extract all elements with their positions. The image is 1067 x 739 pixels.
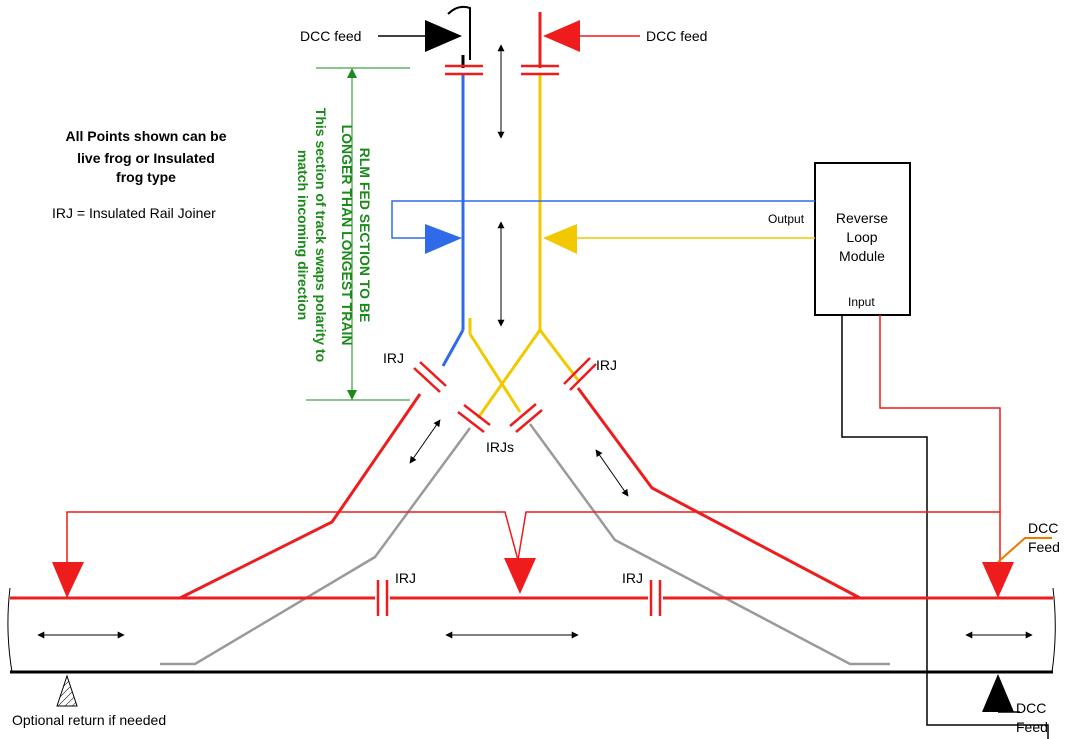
svg-text:frog type: frog type bbox=[116, 169, 176, 185]
black-feed-triangle bbox=[982, 674, 1014, 712]
top-irj-left bbox=[445, 64, 483, 76]
svg-text:IRJ: IRJ bbox=[596, 357, 617, 373]
svg-text:LONGER THAN LONGEST TRAIN: LONGER THAN LONGEST TRAIN bbox=[339, 125, 355, 346]
reverse-loop-module: Reverse Loop Module Output Input bbox=[768, 162, 911, 316]
main-feed-bus: DCC Feed bbox=[52, 511, 1060, 598]
dcc-feed-bottom: DCC Feed bbox=[982, 674, 1048, 735]
optional-return: Optional return if needed bbox=[12, 674, 166, 728]
svg-text:Feed: Feed bbox=[1016, 719, 1048, 735]
module-output-wires bbox=[391, 200, 815, 254]
irj-right bbox=[563, 357, 597, 391]
main-track: IRJ IRJ bbox=[7, 570, 1056, 674]
svg-text:Output: Output bbox=[768, 212, 805, 226]
svg-text:This section of track swaps po: This section of track swaps polarity to bbox=[313, 108, 329, 362]
notes: All Points shown can be live frog or Ins… bbox=[52, 128, 227, 221]
svg-text:Reverse: Reverse bbox=[836, 210, 888, 226]
svg-text:Optional return if needed: Optional return if needed bbox=[12, 712, 166, 728]
svg-text:IRJ: IRJ bbox=[383, 350, 404, 366]
direction-arrow bbox=[409, 419, 441, 464]
dcc-feed-label: DCC feed bbox=[646, 28, 707, 44]
svg-text:Loop: Loop bbox=[846, 229, 877, 245]
svg-text:live frog or Insulated: live frog or Insulated bbox=[77, 150, 215, 166]
top-irj-right bbox=[521, 64, 559, 76]
top-rail-end bbox=[447, 5, 471, 60]
svg-text:match incoming direction: match incoming direction bbox=[295, 150, 311, 320]
module-input-wires bbox=[841, 315, 1049, 739]
red-feed-triangle bbox=[982, 562, 1014, 598]
svg-text:IRJ: IRJ bbox=[395, 570, 416, 586]
red-feed-triangle bbox=[543, 20, 580, 52]
irj-main-left bbox=[376, 580, 389, 616]
blue-feed-triangle bbox=[425, 224, 462, 254]
rlm-length-annotation: RLM FED SECTION TO BE LONGER THAN LONGES… bbox=[295, 67, 410, 401]
svg-text:Feed: Feed bbox=[1028, 539, 1060, 555]
crossover: IRJ IRJ IRJs bbox=[160, 318, 890, 666]
direction-arrow bbox=[595, 449, 629, 497]
irj-left bbox=[413, 361, 447, 393]
dcc-feed-top-left: DCC feed bbox=[300, 20, 462, 52]
rlm-section bbox=[445, 5, 559, 330]
svg-text:IRJ: IRJ bbox=[622, 570, 643, 586]
svg-text:RLM FED SECTION TO BE: RLM FED SECTION TO BE bbox=[357, 148, 373, 323]
irjs-center bbox=[457, 403, 543, 433]
svg-text:IRJs: IRJs bbox=[486, 439, 514, 455]
dcc-feed-top-right: DCC feed bbox=[543, 20, 707, 52]
red-feed-triangle bbox=[52, 562, 84, 598]
dcc-feed-label: DCC feed bbox=[300, 28, 361, 44]
svg-text:All Points shown can be: All Points shown can be bbox=[65, 128, 226, 144]
irj-main-right bbox=[649, 580, 662, 616]
svg-text:DCC: DCC bbox=[1016, 700, 1046, 716]
svg-text:IRJ = Insulated Rail Joiner: IRJ = Insulated Rail Joiner bbox=[52, 205, 216, 221]
black-feed-triangle bbox=[425, 20, 462, 52]
svg-text:Module: Module bbox=[839, 248, 885, 264]
yellow-feed-triangle bbox=[543, 224, 577, 254]
svg-text:DCC: DCC bbox=[1028, 520, 1058, 536]
svg-text:Input: Input bbox=[848, 295, 875, 309]
red-feed-triangle bbox=[504, 558, 536, 594]
